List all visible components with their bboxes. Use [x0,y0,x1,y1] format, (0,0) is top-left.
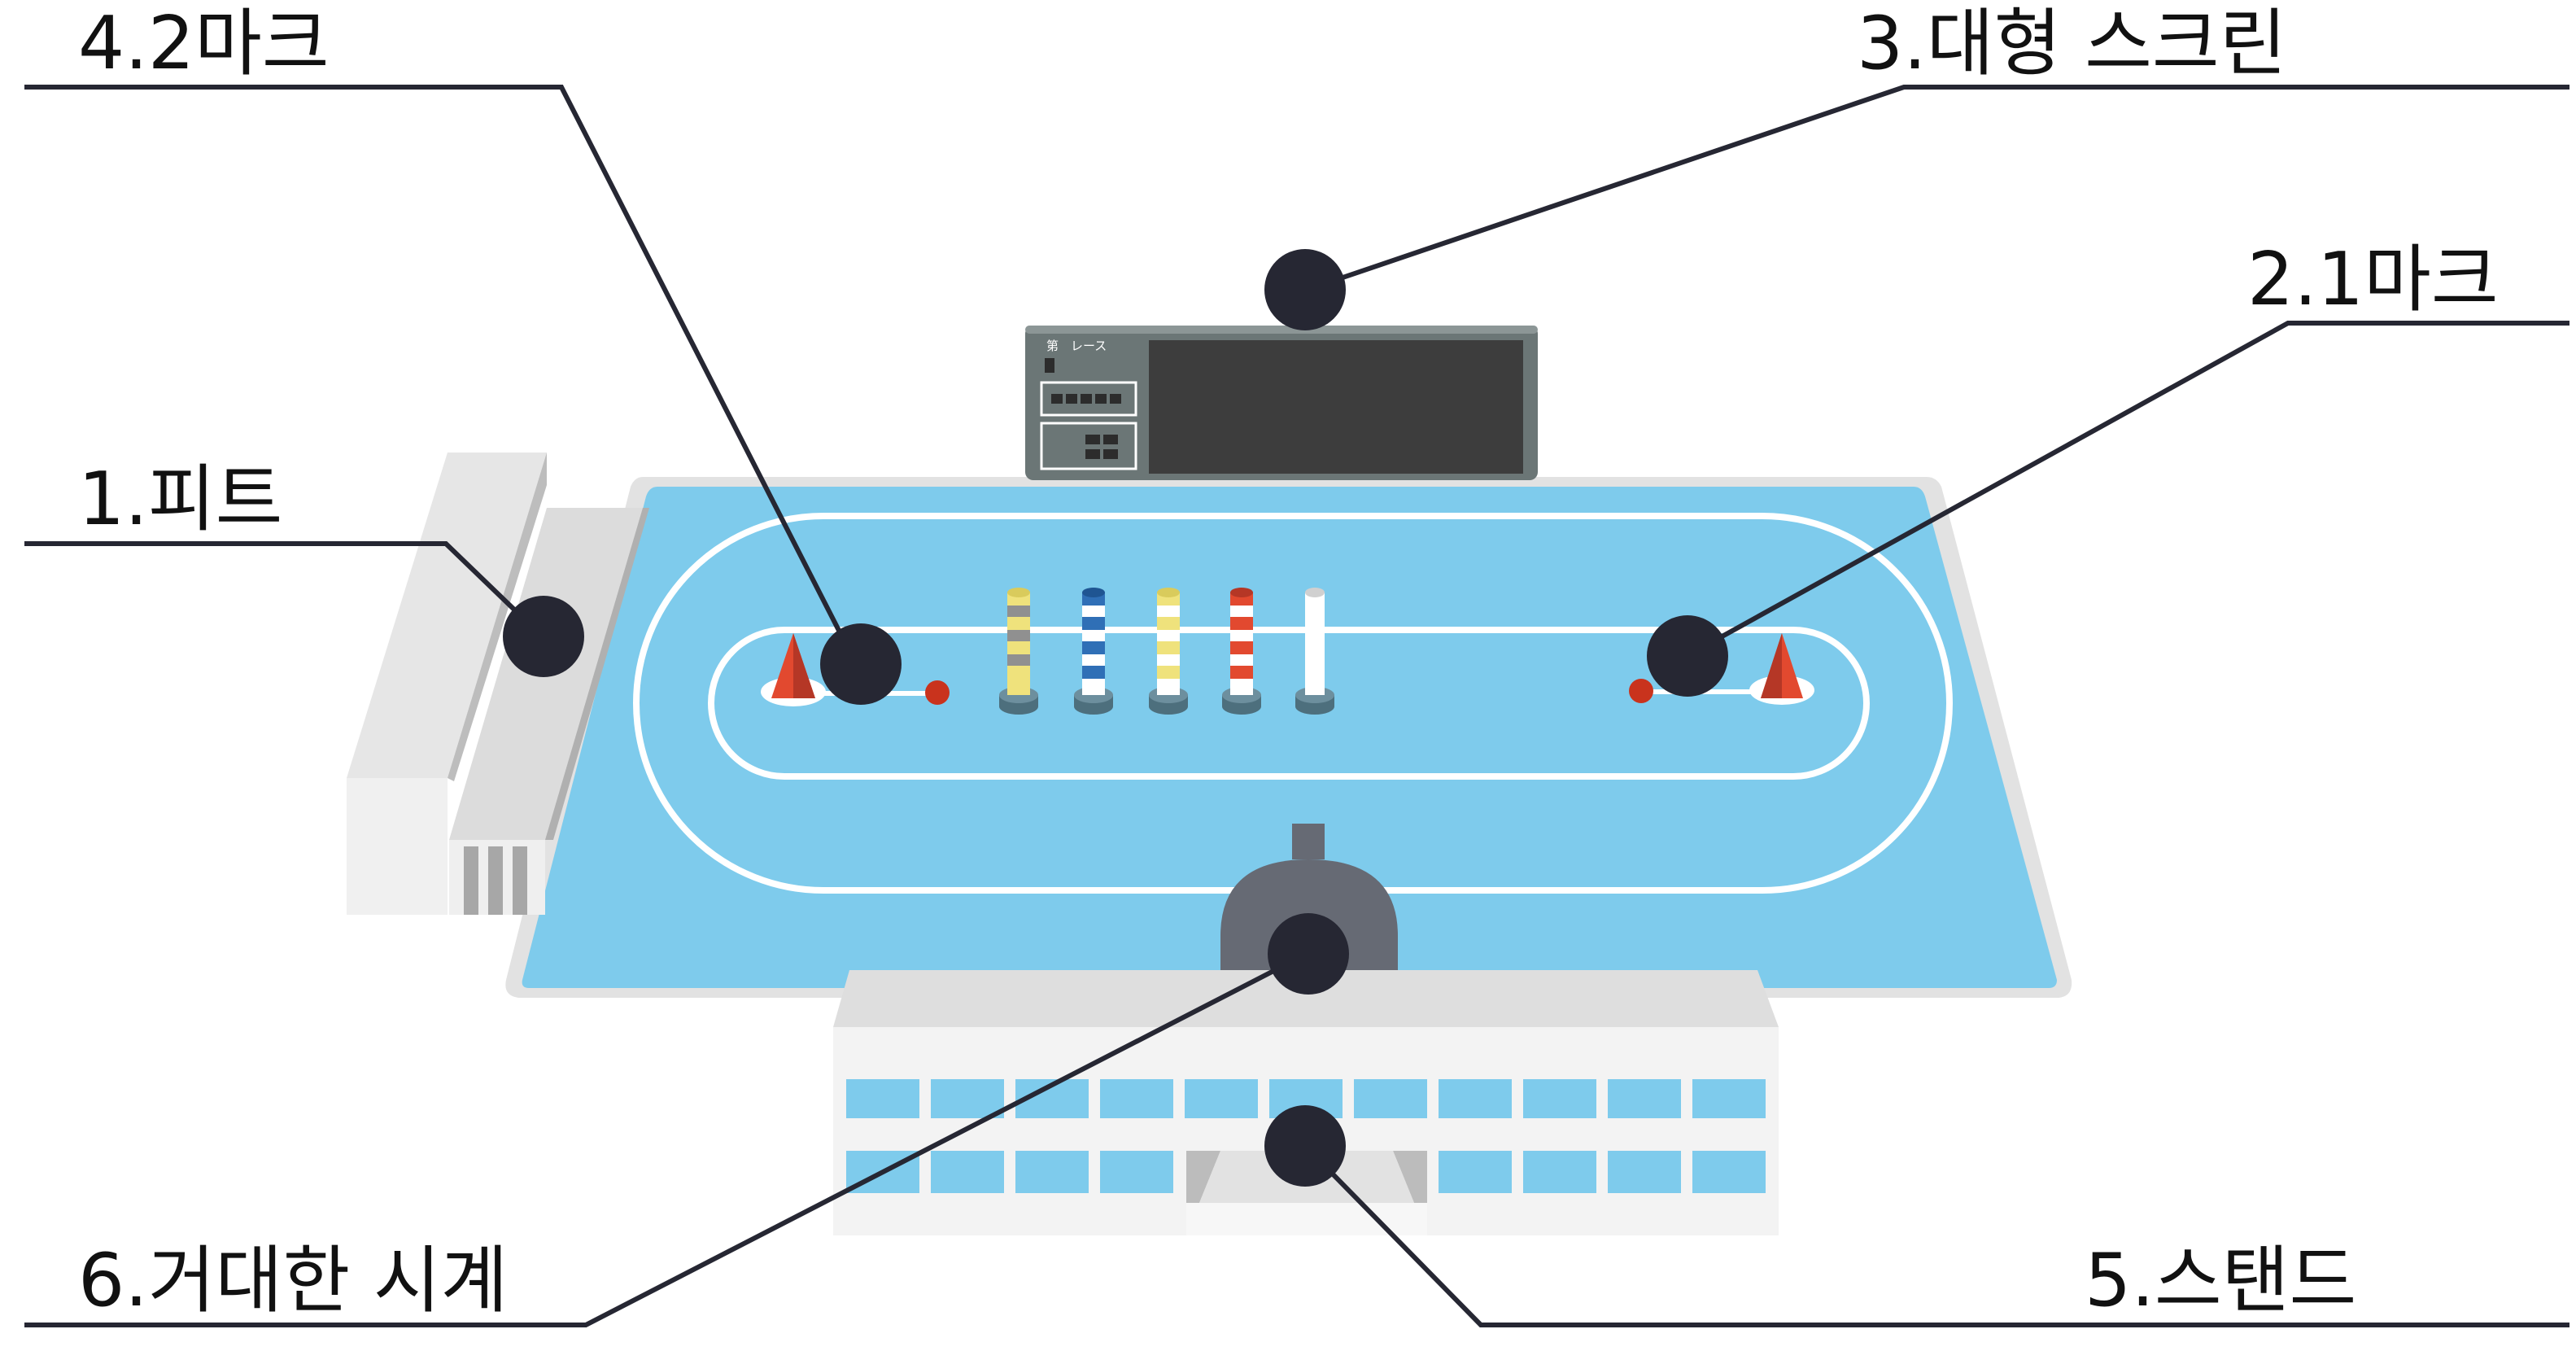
info-cell-1 [1051,394,1063,404]
start-poles [999,588,1334,715]
big-screen: 第 レース [1025,326,1538,480]
marker-dot-icon [1264,1105,1346,1187]
screen-top-edge [1025,326,1538,334]
stand-building [833,824,1779,1235]
start-pole-icon [1222,588,1261,715]
leader-line-stand [1303,1143,2569,1327]
inner-lane [708,627,1870,780]
marker-dot-icon [1647,615,1728,697]
marker-dot-icon [820,623,902,705]
info-cell-6 [1085,435,1100,444]
leader-line-big-screen [1306,85,2569,292]
callout-labels: 4.2마크 3.대형 스크린 2.1마크 1.피트 6.거대한 시계 5.스탠드 [78,1,2499,1323]
info-panel-2 [1040,422,1137,470]
marker-dots [503,249,1728,1187]
mark2-ball [925,680,950,705]
info-cell-3 [1081,394,1092,404]
pit-slot-2 [488,846,503,915]
pit-back-top [347,453,547,778]
start-pole-icon [1295,588,1334,715]
start-pole-icon [1149,588,1188,715]
lower-windows [846,1151,1766,1193]
marker-dot-icon [503,596,584,677]
label-clock: 6.거대한 시계 [78,1238,508,1323]
turn-buoy-shade [793,633,815,698]
mark1-ball [1629,679,1653,703]
turn-mark-1-group [1629,633,1814,705]
leader-line-mark1 [1694,321,2569,654]
info-cell-4 [1095,394,1107,404]
leader-lines [24,85,2569,1327]
screen-display [1149,340,1523,474]
pit-front-edge [545,508,649,840]
label-mark1: 2.1마크 [2247,237,2499,322]
turn-buoy-shade [1761,633,1782,698]
race-label: 第 レース [1046,339,1107,353]
label-stand: 5.스탠드 [2085,1238,2356,1323]
leader-line-pit [24,541,538,632]
marker-dot-icon [1264,249,1346,330]
turn-mark-2-group [761,633,950,706]
race-number-block [1045,358,1054,373]
start-pole-icon [1074,588,1113,715]
info-cell-9 [1103,449,1118,459]
leader-line-mark2 [24,85,855,659]
clock-chimney [1292,824,1325,859]
label-big-screen: 3.대형 스크린 [1857,1,2286,86]
label-mark2: 4.2마크 [78,1,330,86]
upper-windows [846,1079,1766,1118]
stand-roof [833,970,1779,1027]
race-course [505,477,2072,998]
info-cell-2 [1066,394,1077,404]
info-cell-8 [1085,449,1100,459]
pit-back-front [347,778,448,915]
info-cell-7 [1103,435,1118,444]
pit-slot-1 [464,846,478,915]
leader-line-clock [24,951,1308,1327]
info-cell-5 [1110,394,1121,404]
marker-dot-icon [1268,913,1349,995]
pit-back-face [448,453,547,781]
label-pit: 1.피트 [78,457,282,542]
water-surface [522,487,2057,988]
pit-slot-3 [513,846,527,915]
start-pole-icon [999,588,1038,715]
